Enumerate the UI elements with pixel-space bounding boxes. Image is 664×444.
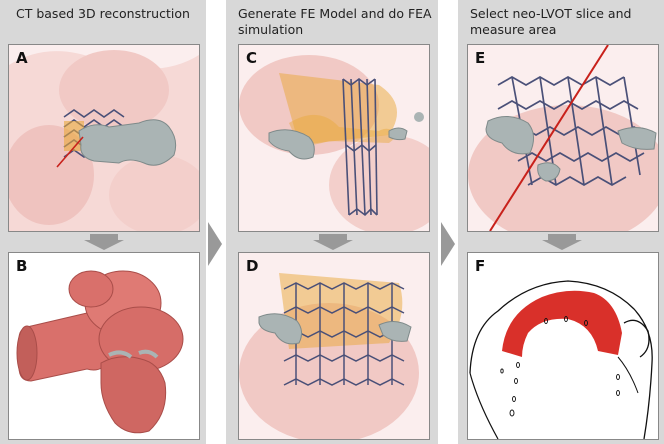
down-arrow-icon (313, 234, 353, 250)
ct-slice-render (9, 45, 199, 231)
column-title: CT based 3D reconstruction (16, 6, 190, 21)
panel-letter: D (246, 257, 259, 275)
column-fe-model: Generate FE Model and do FEA simulation … (226, 0, 438, 444)
heart-3d-model (9, 253, 199, 439)
panel-b: B (8, 252, 200, 440)
column-title: Select neo-LVOT slice and measure area (470, 6, 632, 37)
lvot-area-slice (468, 253, 658, 439)
panel-letter: B (16, 257, 28, 275)
column-title: Generate FE Model and do FEA simulation (238, 6, 432, 37)
column-neo-lvot: Select neo-LVOT slice and measure area E (458, 0, 664, 444)
right-arrow-icon (208, 222, 222, 266)
panel-c: C (238, 44, 430, 232)
right-arrow-icon (441, 222, 455, 266)
panel-e: E (467, 44, 659, 232)
panel-f: F (467, 252, 659, 440)
panel-letter: A (16, 49, 28, 67)
fea-simulation-render (239, 253, 429, 439)
panel-a: A (8, 44, 200, 232)
panel-d: D (238, 252, 430, 440)
down-arrow-icon (84, 234, 124, 250)
neo-lvot-slice-render (468, 45, 658, 231)
panel-letter: F (475, 257, 486, 275)
panel-letter: E (475, 49, 486, 67)
fe-model-render (239, 45, 429, 231)
panel-letter: C (246, 49, 258, 67)
down-arrow-icon (542, 234, 582, 250)
column-ct-reconstruction: CT based 3D reconstruction A (0, 0, 206, 444)
